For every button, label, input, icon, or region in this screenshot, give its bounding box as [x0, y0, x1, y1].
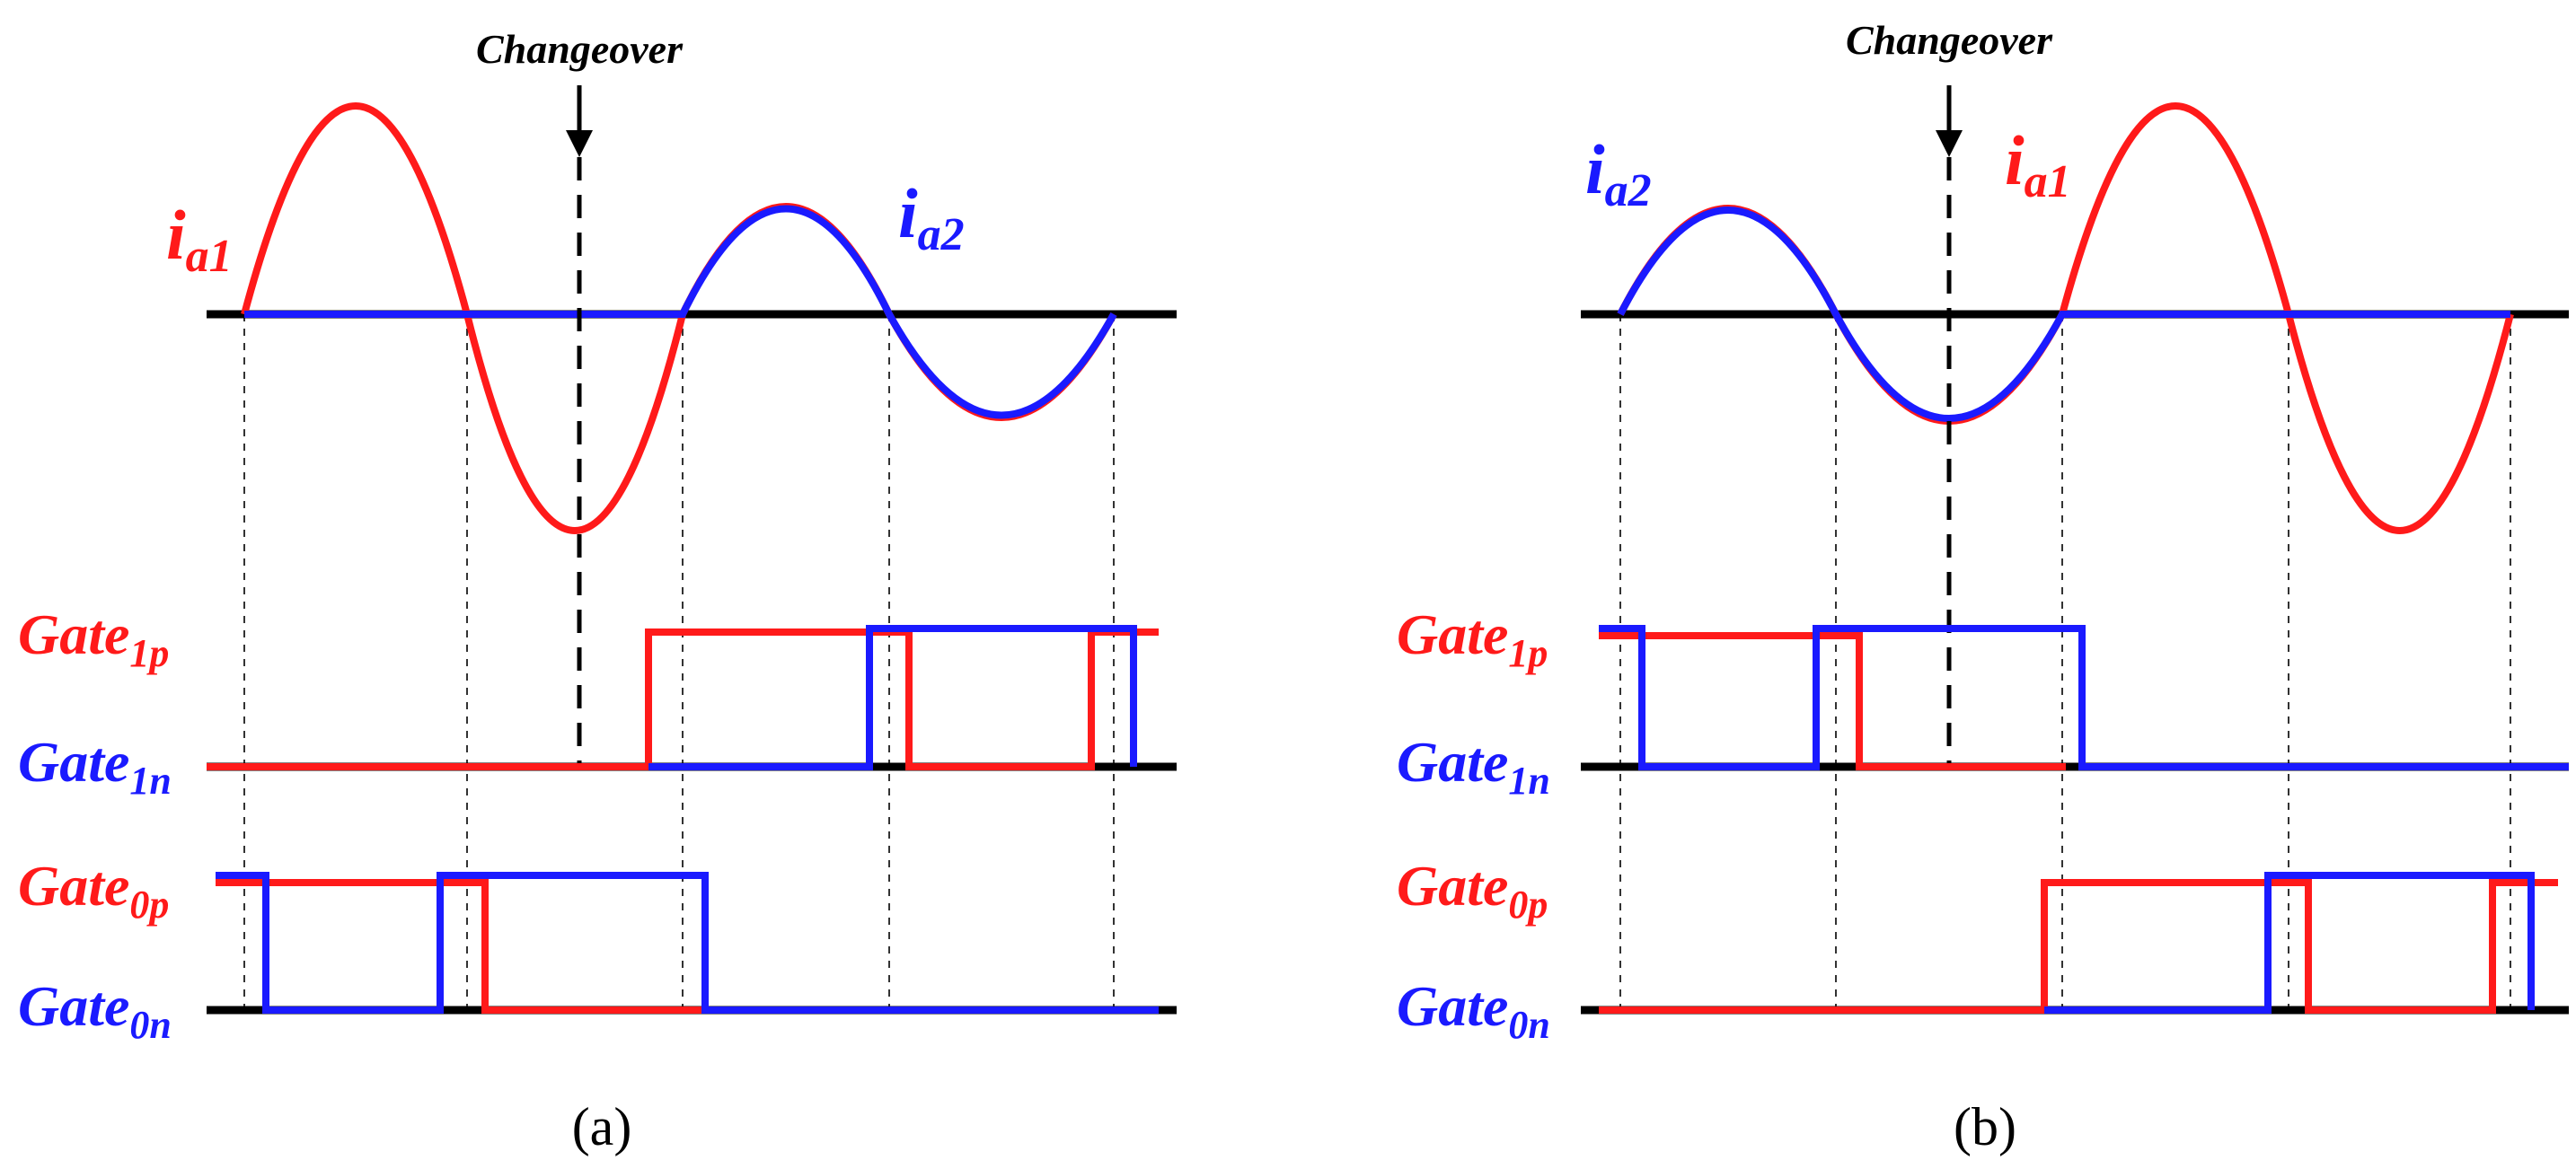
panel-a-ia1-label: ia1: [166, 196, 233, 282]
panel-b-changeover-label: Changeover: [1846, 17, 2053, 63]
panel-a-gate1p-label: Gate1p: [18, 602, 169, 675]
panel-b-guides: [1619, 314, 2511, 1010]
panel-a-changeover-label: Changeover: [476, 26, 684, 72]
panel-b-gate0p-signal: [1599, 879, 2558, 1014]
panel-b-gate0n-label: Gate0n: [1397, 974, 1550, 1047]
panel-a-caption: (a): [572, 1097, 632, 1156]
panel-b-gate1n-signal: [1599, 625, 2569, 770]
panel-b: Changeover ia2 ia1 Gate1p Gate1n Gate0p …: [1397, 17, 2569, 1156]
panel-b-ia1-label: ia1: [2005, 121, 2071, 207]
panel-b-gate1p-label: Gate1p: [1397, 602, 1548, 675]
panel-a-gate0n-label: Gate0n: [18, 974, 172, 1047]
panel-b-caption: (b): [1954, 1097, 2016, 1156]
panel-a-guides: [243, 314, 1115, 1010]
panel-b-gate1n-label: Gate1n: [1397, 730, 1550, 803]
panel-a-gate1n-signal: [648, 625, 1137, 770]
panel-b-gate0p-label: Gate0p: [1397, 854, 1548, 927]
panel-a-ia2-waveform: [244, 205, 1117, 419]
panel-b-gate0n-signal: [2044, 872, 2535, 1014]
panel-b-ia2-waveform: [1617, 207, 2510, 422]
panel-a-gate1n-label: Gate1n: [18, 730, 172, 803]
panel-a: Changeover ia1 ia2 Gate1p Gate1n Gate0p …: [18, 26, 1177, 1156]
panel-a-gate0p-label: Gate0p: [18, 854, 169, 927]
panel-a-gate0p-signal: [216, 879, 719, 1014]
panel-b-gate1p-signal: [1599, 632, 2066, 770]
panel-a-gate0n-signal: [216, 872, 1159, 1014]
panel-a-gate1p-signal: [207, 628, 1159, 770]
panel-b-ia2-label: ia2: [1585, 130, 1652, 216]
panel-a-ia2-label: ia2: [898, 174, 965, 260]
